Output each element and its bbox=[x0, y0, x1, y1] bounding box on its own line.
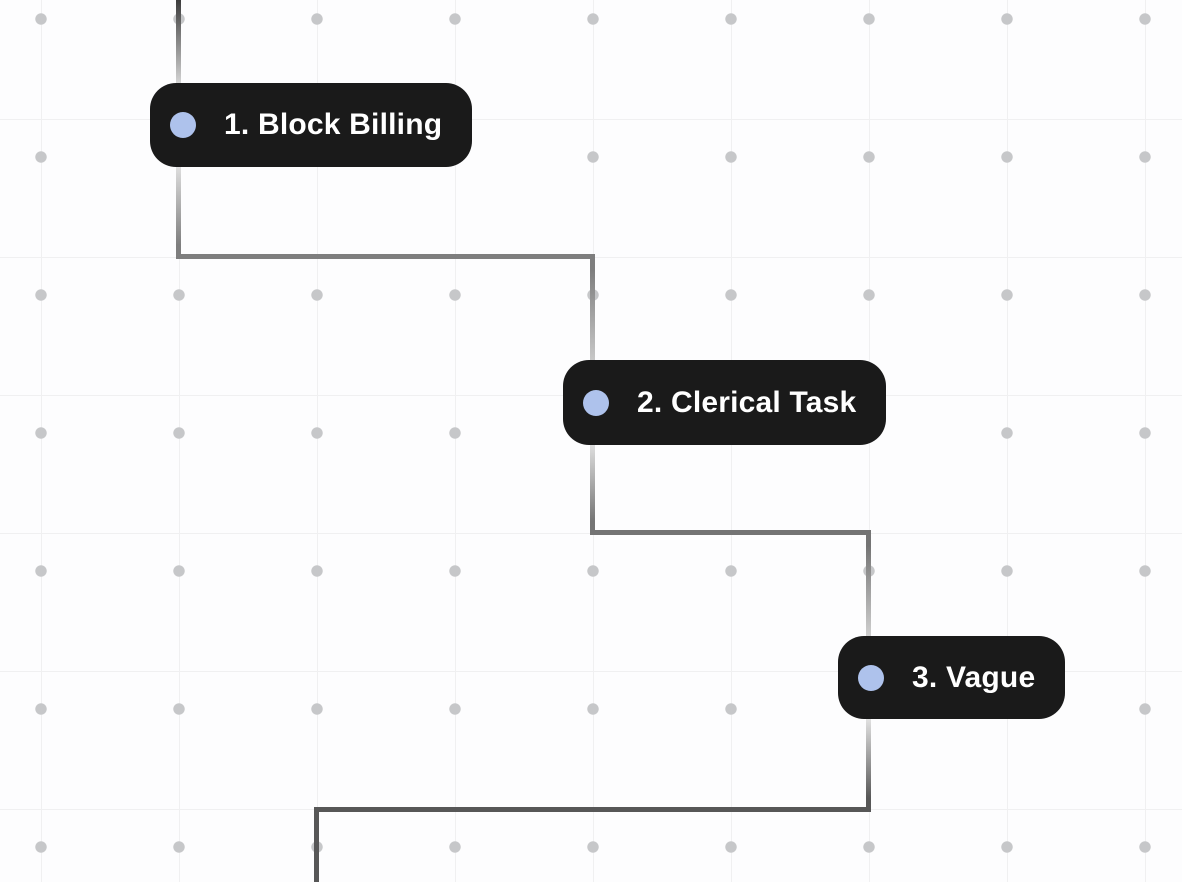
node-badge-block-billing[interactable]: 1. Block Billing bbox=[150, 83, 473, 167]
connector-node2-to-node3-run bbox=[590, 530, 871, 535]
circle-dot-icon bbox=[583, 389, 609, 416]
connector-into-node3 bbox=[866, 530, 871, 637]
connector-node3-return-run bbox=[314, 807, 871, 812]
connector-bottom-exit bbox=[314, 807, 319, 882]
node-badge-vague[interactable]: 3. Vague bbox=[838, 636, 1066, 719]
circle-dot-icon bbox=[170, 112, 196, 138]
connector-node1-drop bbox=[176, 165, 181, 259]
node-label: 3. Vague bbox=[912, 660, 1036, 694]
connector-node1-to-node2-run bbox=[176, 254, 595, 259]
connector-into-node2 bbox=[590, 254, 595, 362]
connector-top-edge-to-node1 bbox=[176, 0, 181, 84]
node-badge-clerical-task[interactable]: 2. Clerical Task bbox=[563, 360, 887, 445]
connector-node3-drop bbox=[866, 718, 871, 812]
connector-node2-drop bbox=[590, 445, 595, 535]
node-label: 1. Block Billing bbox=[224, 108, 443, 141]
node-label: 2. Clerical Task bbox=[637, 385, 857, 419]
circle-dot-icon bbox=[858, 664, 884, 691]
